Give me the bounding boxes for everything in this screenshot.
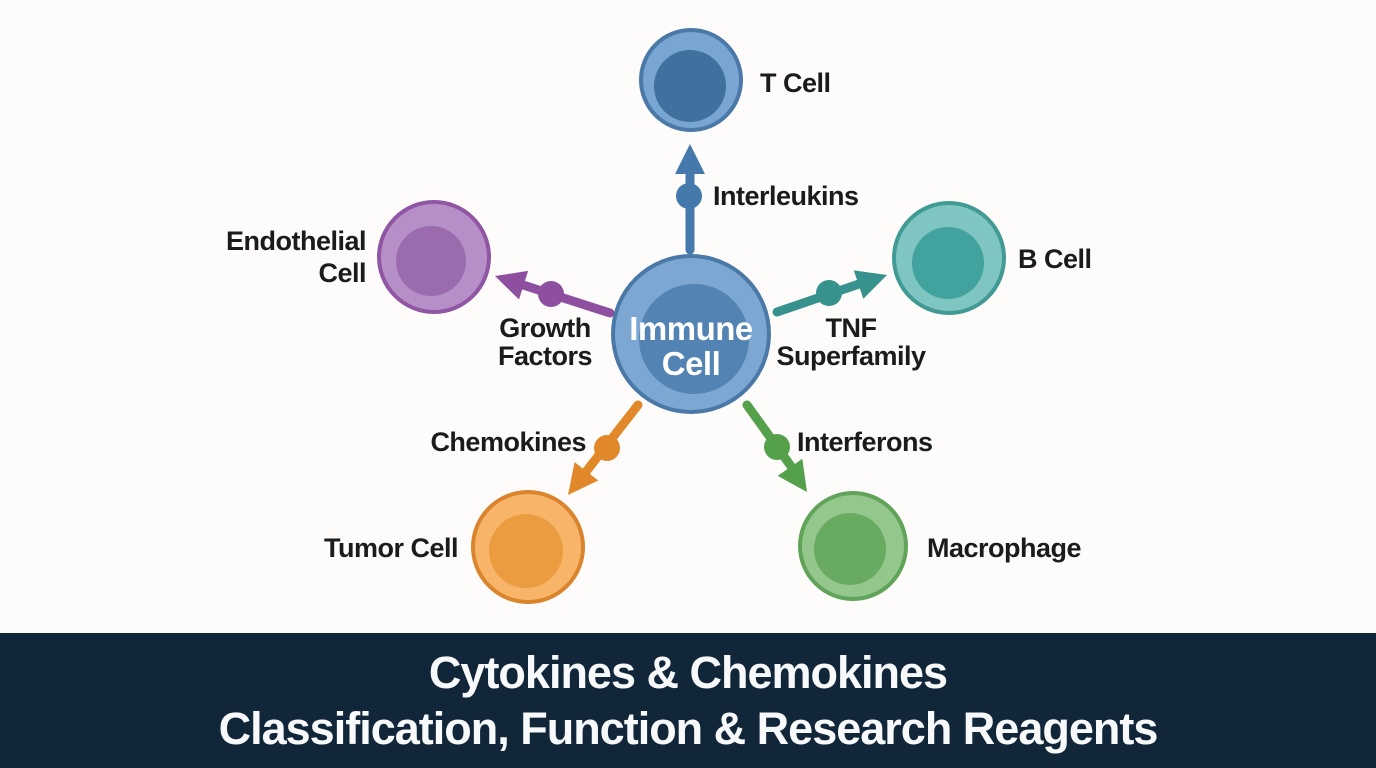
edge-tnf-superfamily: TNF Superfamily bbox=[772, 270, 927, 371]
growth-factors-mediator-dot bbox=[538, 281, 564, 307]
interleukins-mediator-dot bbox=[676, 183, 702, 209]
b-cell-inner-circle bbox=[912, 227, 984, 299]
edge-interferons: Interferons bbox=[742, 400, 933, 492]
edge-interleukins: Interleukins bbox=[675, 144, 859, 255]
cytokine-diagram: Interleukins Growth Factors TNF Superfam… bbox=[225, 28, 1093, 604]
node-b-cell: B Cell bbox=[892, 201, 1092, 315]
tumor-inner-circle bbox=[489, 514, 563, 588]
tnf-superfamily-label-line1: TNF bbox=[826, 313, 877, 343]
node-endothelial-cell: Endothelial Cell bbox=[226, 200, 491, 314]
tnf-superfamily-label-line2: Superfamily bbox=[776, 341, 926, 371]
interleukins-arrowhead-icon bbox=[675, 144, 705, 174]
macrophage-label: Macrophage bbox=[927, 533, 1082, 563]
immune-cell-label-line1: Immune bbox=[629, 310, 753, 347]
t-cell-label: T Cell bbox=[760, 68, 831, 98]
b-cell-label: B Cell bbox=[1018, 244, 1092, 274]
diagram-canvas: Interleukins Growth Factors TNF Superfam… bbox=[226, 28, 1092, 604]
edge-chemokines: Chemokines bbox=[430, 400, 643, 495]
growth-factors-label-line2: Factors bbox=[498, 341, 592, 371]
growth-factors-arrow-line bbox=[515, 279, 615, 318]
endothelial-label-line1: Endothelial bbox=[226, 226, 366, 256]
chemokines-mediator-dot bbox=[594, 435, 620, 461]
title-banner: Cytokines & Chemokines Classification, F… bbox=[0, 633, 1376, 768]
banner-title-line2: Classification, Function & Research Reag… bbox=[218, 702, 1159, 754]
immune-cell-inner-circle bbox=[639, 284, 749, 394]
tnf-superfamily-arrowhead-icon bbox=[853, 270, 887, 299]
node-macrophage: Macrophage bbox=[798, 491, 1082, 601]
interferons-arrowhead-icon bbox=[777, 458, 807, 492]
t-cell-inner-circle bbox=[654, 50, 726, 122]
node-t-cell: T Cell bbox=[639, 28, 831, 132]
macrophage-inner-circle bbox=[814, 513, 886, 585]
chemokines-label: Chemokines bbox=[430, 427, 586, 457]
endothelial-label-line2: Cell bbox=[318, 258, 366, 288]
banner-title-line1: Cytokines & Chemokines bbox=[428, 646, 948, 698]
growth-factors-label-line1: Growth bbox=[499, 313, 591, 343]
node-tumor-cell: Tumor Cell bbox=[324, 490, 585, 604]
interferons-mediator-dot bbox=[764, 434, 790, 460]
growth-factors-arrowhead-icon bbox=[495, 270, 529, 300]
tumor-label: Tumor Cell bbox=[324, 533, 458, 563]
tnf-superfamily-mediator-dot bbox=[816, 280, 842, 306]
interleukins-label: Interleukins bbox=[713, 181, 859, 211]
node-immune-cell: Immune Cell bbox=[611, 254, 771, 414]
interferons-label: Interferons bbox=[797, 427, 933, 457]
chemokines-arrowhead-icon bbox=[568, 462, 599, 495]
endothelial-inner-circle bbox=[396, 226, 466, 296]
immune-cell-label-line2: Cell bbox=[662, 345, 721, 382]
edge-growth-factors: Growth Factors bbox=[495, 270, 615, 371]
